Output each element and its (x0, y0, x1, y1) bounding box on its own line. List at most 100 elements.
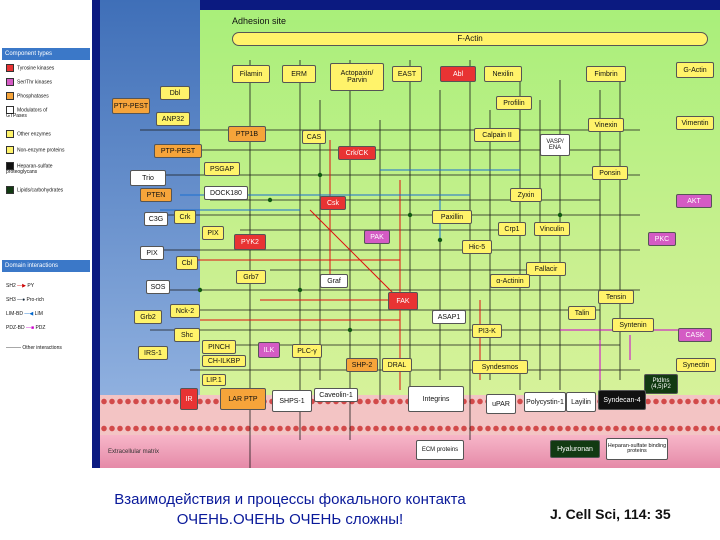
node-abl: Abl (440, 66, 476, 82)
node-pinch: PINCH (202, 340, 236, 354)
swatch-icon (6, 130, 14, 138)
node-ir: IR (180, 388, 198, 410)
node-shps1: SHPS-1 (272, 390, 312, 412)
node-dock180: DOCK180 (204, 186, 248, 200)
legend-item-heparan: Heparan-sulfate proteoglycans (6, 162, 53, 175)
legend-domain-interactions-title: Domain interactions (2, 260, 90, 272)
node-shc: Shc (174, 328, 200, 342)
node-lar-ptp: LAR PTP (220, 388, 266, 410)
node-graf: Graf (320, 274, 348, 288)
legend-interaction-pdz: PDZ-BD —■ PDZ (6, 325, 46, 331)
node-pak: PAK (364, 230, 390, 244)
node-crk-mid: Crk/CK (338, 146, 376, 160)
swatch-icon (6, 64, 14, 72)
legend-interaction-lim: LIM-BD —◀ LIM (6, 311, 43, 317)
node-ptp1b: PTP1B (228, 126, 266, 142)
node-layilin: Layilin (566, 392, 596, 412)
node-nexilin: Nexilin (484, 66, 522, 82)
node-vasp: VASP/ ENA (540, 134, 570, 156)
node-vinexin: Vinexin (588, 118, 624, 132)
node-caveolin: Caveolin-1 (314, 388, 358, 402)
legend-item-non-enzyme: Non-enzyme proteins (6, 146, 92, 154)
legend-item-gtpase-modulators: Modulators of GTPases (6, 106, 48, 119)
node-calpain: Calpain II (474, 128, 520, 142)
node-profilin: Profilin (496, 96, 532, 110)
caption-line-2: ОЧЕНЬ.ОЧЕНЬ ОЧЕНЬ сложны! (176, 511, 404, 529)
node-hic5: Hic-5 (462, 240, 492, 254)
swatch-icon (6, 92, 14, 100)
node-ilk: ILK (258, 342, 280, 358)
node-integrins: Integrins (408, 386, 464, 412)
node-vimentin: Vimentin (676, 116, 714, 130)
node-east: EAST (392, 66, 422, 82)
legend-item-tyrosine-kinases: Tyrosine kinases (6, 64, 92, 72)
caption-line-1: Взаимодействия и процессы фокального кон… (114, 491, 466, 508)
node-anp32: ANP32 (156, 112, 190, 126)
swatch-icon (6, 186, 14, 194)
node-pkl: PIX (202, 226, 224, 240)
node-psgap: PSGAP (204, 162, 240, 176)
node-lip1: LIP.1 (202, 374, 226, 386)
node-vinculin: Vinculin (534, 222, 570, 236)
node-synectin: Synectin (676, 358, 716, 372)
legend-item-lipids: Lipids/carbohydrates (6, 186, 92, 194)
node-ch-ilkbp: CH-ILKBP (202, 355, 246, 367)
node-syndesmos: Syndesmos (472, 360, 528, 374)
node-cbl: Cbl (176, 256, 198, 270)
node-zyxin: Zyxin (510, 188, 542, 202)
node-ptp-pest: PTP-PEST (154, 144, 202, 158)
membrane-inner-beads (100, 423, 720, 434)
citation: J. Cell Sci, 114: 35 (550, 506, 671, 522)
node-akt: AKT (676, 194, 712, 208)
node-fak: FAK (388, 292, 418, 310)
f-actin-bar: F-Actin (232, 32, 708, 46)
legend-interaction-sh2: SH2 —▶ PY (6, 283, 35, 289)
node-alpha-actinin: α-Actinin (490, 274, 530, 288)
node-syndecan: Syndecan-4 (598, 390, 646, 410)
node-paxillin: Paxillin (432, 210, 472, 224)
node-hyaluronan: Hyaluronan (550, 440, 600, 458)
node-tensin: Tensin (598, 290, 634, 304)
node-polycystin: Polycystin-1 (524, 392, 566, 412)
node-ponsin: Ponsin (592, 166, 628, 180)
node-filamin: Filamin (232, 65, 270, 83)
node-trio: Trio (130, 170, 166, 186)
swatch-icon (6, 78, 14, 86)
caption: Взаимодействия и процессы фокального кон… (40, 490, 540, 531)
legend-item-other-enzymes: Other enzymes (6, 130, 92, 138)
node-cas: CAS (302, 130, 326, 144)
adhesion-site-label: Adhesion site (232, 16, 287, 26)
node-shp2: SHP-2 (346, 358, 378, 372)
legend-other-interactions: ——— Other interactions (6, 345, 62, 351)
node-actopaxin: Actopaxin/ Parvin (330, 63, 384, 91)
node-plcg: PLC-γ (292, 344, 322, 358)
node-grb7: Grb7 (236, 270, 266, 284)
node-talin: Talin (568, 306, 596, 320)
node-pip2: PtdIns (4,5)P2 (644, 374, 678, 394)
node-pyk2: PYK2 (234, 234, 266, 250)
node-pix: PIX (140, 246, 164, 260)
legend-item-ser-thr-kinases: Ser/Thr kinases (6, 78, 92, 86)
legend-item-phosphatases: Phosphatases (6, 92, 92, 100)
node-pkc: PKC (648, 232, 676, 246)
node-crk: Crk (174, 210, 196, 224)
node-irs1: IRS-1 (138, 346, 168, 360)
extracellular-matrix-label: Extracellular matrix (108, 449, 160, 455)
node-ptp-pest-left: PTP-PEST (112, 98, 150, 114)
node-asap1: ASAP1 (432, 310, 466, 324)
node-grb2: Grb2 (134, 310, 162, 324)
node-heparan-binding: Heparan-sulfate binding proteins (606, 438, 668, 460)
node-fallacin: Fallacir (526, 262, 566, 276)
node-cask: CASK (678, 328, 712, 342)
node-g-actin: G-Actin (676, 62, 714, 78)
node-sos: SOS (146, 280, 170, 294)
node-csk: Csk (320, 196, 346, 210)
legend-component-types-title: Component types (2, 48, 90, 60)
node-nck2: Nck-2 (170, 304, 200, 318)
swatch-icon (6, 146, 14, 154)
node-upar: uPAR (486, 394, 516, 414)
node-fimbrin: Fimbrin (586, 66, 626, 82)
node-c3g: C3G (144, 212, 168, 226)
node-dbl: Dbl (160, 86, 190, 100)
node-syntenin: Syntenin (612, 318, 654, 332)
